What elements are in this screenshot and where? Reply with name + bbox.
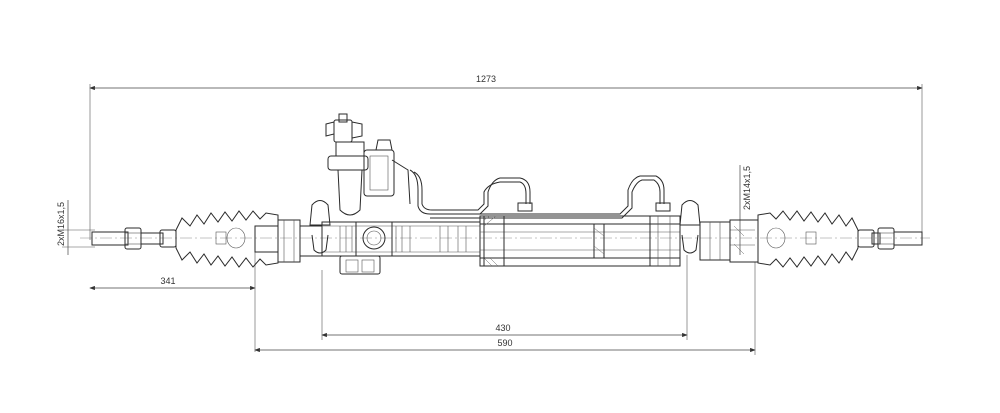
dimension-right-thread: 2xM14x1,5 — [730, 165, 755, 255]
valve-body — [325, 113, 411, 275]
right-bellows-boot — [757, 210, 859, 268]
dimension-left-offset: 341 — [89, 250, 256, 352]
hydraulic-pipes — [409, 169, 671, 219]
dimension-stroke-inner: 430 — [321, 255, 688, 340]
dimension-stroke-outer-label: 590 — [497, 338, 512, 348]
dimension-stroke-outer: 590 — [254, 262, 756, 355]
left-tie-rod — [91, 227, 177, 250]
left-bellows-boot — [175, 210, 279, 268]
dimension-overall-length: 1273 — [89, 74, 923, 240]
right-thread-label: 2xM14x1,5 — [742, 166, 752, 210]
right-mount-bracket — [679, 200, 701, 254]
right-housing-end — [699, 219, 759, 263]
left-housing-end — [254, 219, 323, 263]
right-tie-rod — [857, 227, 923, 250]
dimension-stroke-inner-label: 430 — [495, 323, 510, 333]
left-thread-label: 2xM16x1,5 — [56, 202, 66, 246]
dimension-overall-length-label: 1273 — [476, 74, 496, 84]
power-cylinder — [479, 215, 681, 267]
rack-housing — [321, 221, 481, 257]
left-mount-bracket — [309, 200, 331, 254]
dimension-left-thread: 2xM16x1,5 — [56, 200, 95, 255]
dimension-left-offset-label: 341 — [160, 276, 175, 286]
